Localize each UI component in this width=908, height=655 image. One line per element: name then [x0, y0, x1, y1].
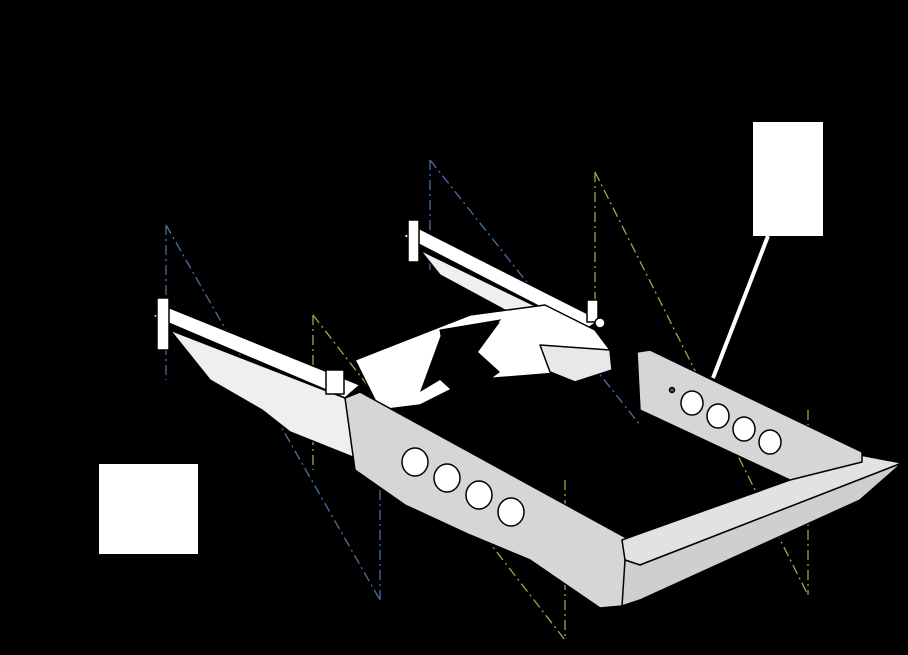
rear-panel-screw: [668, 386, 676, 394]
front-panel-holes: [401, 447, 525, 527]
panel-hole: [497, 497, 525, 527]
bracket-post-rear: [407, 219, 420, 263]
rear-panel: [636, 349, 863, 481]
panel-hole: [758, 429, 782, 455]
bracket-post-mid: [325, 369, 345, 395]
bracket-hole: [594, 317, 606, 329]
callout-box-upper-right: [753, 122, 823, 236]
panel-hole: [433, 463, 461, 493]
bracket-post-right: [586, 299, 599, 323]
panel-hole: [465, 480, 493, 510]
bracket-center-tab: [539, 344, 613, 383]
front-panel: [344, 391, 646, 609]
callout-leader-line: [711, 235, 770, 379]
panel-hole: [732, 416, 756, 442]
panel-hole: [680, 390, 704, 416]
rear-panel-plate: [636, 349, 863, 481]
floor-plate: [621, 454, 903, 607]
floor-plate-edge: [621, 462, 903, 607]
rear-panel-holes: [680, 390, 782, 455]
panel-hole: [401, 447, 429, 477]
insertion-arrow-head: [439, 319, 502, 361]
callout-box-lower-left: [99, 464, 198, 554]
insertion-arrow: [420, 322, 500, 400]
panel-hole: [706, 403, 730, 429]
bracket-post-left: [156, 297, 170, 351]
